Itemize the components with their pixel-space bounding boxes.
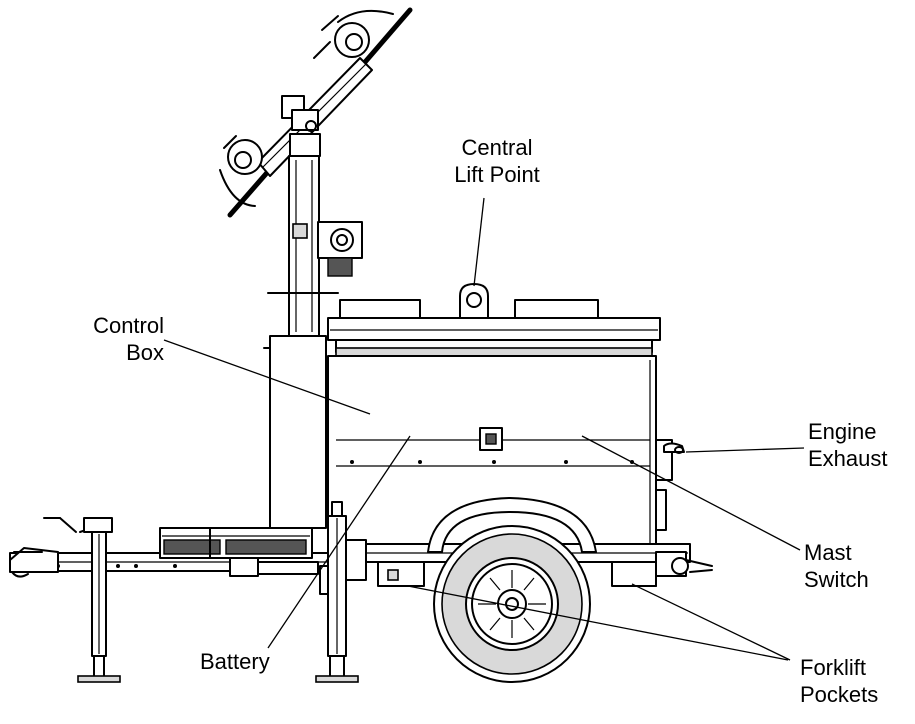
light-array	[219, 7, 413, 218]
label-forklift-pockets: Forklift Pockets	[800, 654, 878, 708]
leader-central-lift-point	[473, 197, 485, 287]
label-central-lift-point-line2: Lift Point	[454, 162, 540, 187]
label-mast-switch-line1: Mast	[804, 540, 852, 565]
leader-forklift-pocket-1	[407, 585, 789, 661]
mast-switch-unit	[317, 221, 363, 277]
leader-lines	[163, 197, 805, 661]
leader-forklift-pocket-2	[631, 583, 791, 661]
battery-box	[159, 527, 313, 559]
label-engine-exhaust-line1: Engine	[808, 419, 877, 444]
label-central-lift-point-line1: Central	[461, 135, 533, 160]
exhaust-pipe	[663, 442, 685, 454]
front-jack	[77, 517, 121, 683]
label-mast-switch-line2: Switch	[804, 567, 869, 592]
label-forklift-pockets-line1: Forklift	[800, 655, 866, 680]
engine-enclosure	[327, 283, 673, 553]
label-control-box: Control Box	[40, 312, 164, 366]
wheel-assembly	[427, 497, 597, 683]
label-control-box-line2: Box	[126, 340, 164, 365]
leader-engine-exhaust	[685, 447, 805, 453]
label-engine-exhaust-line2: Exhaust	[808, 446, 888, 471]
label-engine-exhaust: Engine Exhaust	[808, 418, 888, 472]
leader-control-box	[163, 339, 371, 415]
mast	[263, 155, 339, 529]
leader-battery	[267, 435, 411, 649]
label-battery-line1: Battery	[200, 649, 270, 674]
label-battery: Battery	[200, 648, 270, 675]
label-central-lift-point: Central Lift Point	[442, 134, 552, 188]
label-mast-switch: Mast Switch	[804, 539, 869, 593]
leader-mast-switch	[581, 435, 801, 551]
label-control-box-line1: Control	[93, 313, 164, 338]
label-forklift-pockets-line2: Pockets	[800, 682, 879, 707]
